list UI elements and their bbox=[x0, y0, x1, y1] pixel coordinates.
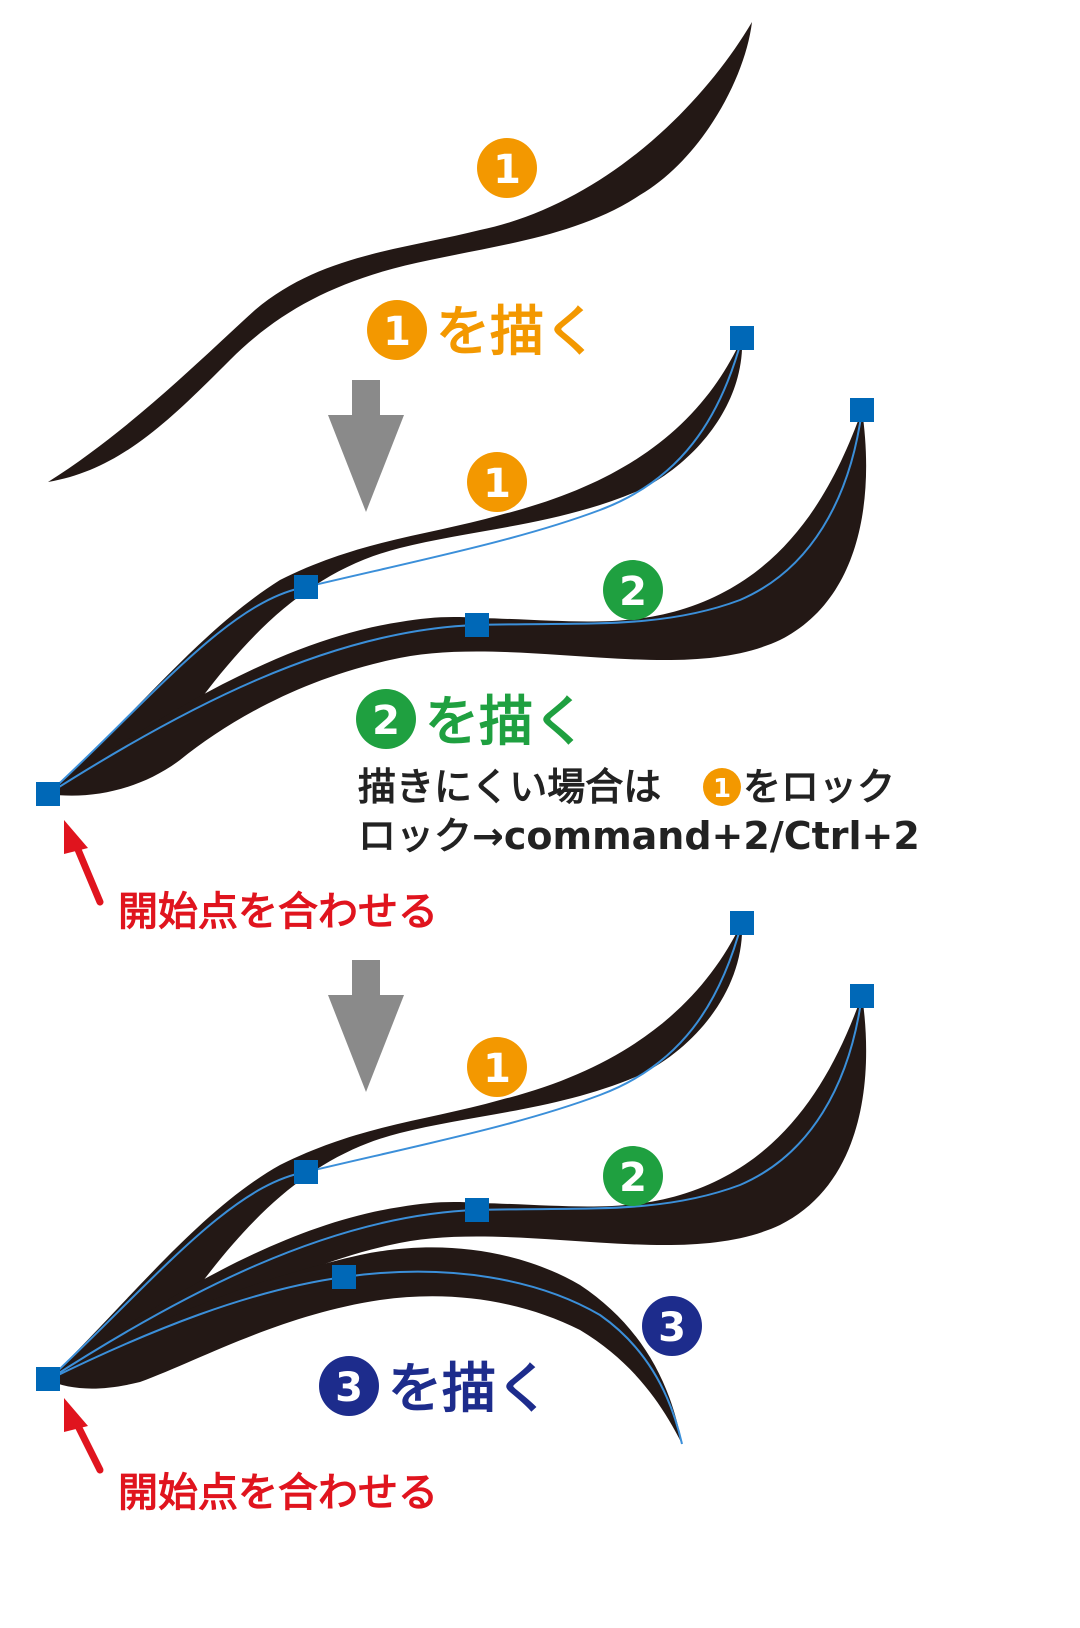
step-draw-2-label: 2 を描く bbox=[356, 689, 587, 753]
svg-text:2: 2 bbox=[619, 1155, 647, 1201]
path-line-1 bbox=[47, 921, 743, 1381]
anchor-point-icon bbox=[294, 575, 318, 599]
badge-1-top: 1 bbox=[477, 138, 537, 198]
svg-text:1: 1 bbox=[483, 1046, 511, 1092]
svg-text:1: 1 bbox=[713, 774, 731, 804]
section-1: 1 1 を描く bbox=[48, 22, 752, 512]
down-arrow-icon bbox=[328, 380, 404, 512]
path-line-3 bbox=[47, 1270, 683, 1445]
anchor-point-icon bbox=[36, 1367, 60, 1391]
badge-3-bottom: 3 bbox=[642, 1296, 702, 1356]
path-line-2 bbox=[47, 994, 863, 1381]
path-line-2 bbox=[47, 409, 863, 795]
anchor-point-icon bbox=[850, 398, 874, 422]
svg-text:3: 3 bbox=[658, 1305, 686, 1351]
svg-text:をロック: をロック bbox=[743, 765, 895, 809]
svg-text:1: 1 bbox=[493, 147, 521, 193]
badge-1-mid: 1 bbox=[467, 452, 527, 512]
svg-text:を描く: を描く bbox=[425, 690, 587, 753]
svg-text:描きにくい場合は: 描きにくい場合は bbox=[358, 765, 661, 809]
red-pointer-arrow-icon bbox=[64, 1398, 104, 1474]
svg-text:3: 3 bbox=[335, 1365, 363, 1411]
section-2: 1 2 2 を描く 描きにくい場合は 1 をロック ロック→command+2/… bbox=[36, 326, 920, 1092]
stroke-3-shape bbox=[48, 1247, 682, 1444]
svg-text:を描く: を描く bbox=[388, 1357, 550, 1420]
anchor-point-icon bbox=[36, 782, 60, 806]
badge-2-mid: 2 bbox=[603, 560, 663, 620]
anchor-point-icon bbox=[730, 326, 754, 350]
svg-text:2: 2 bbox=[619, 569, 647, 615]
anchor-point-icon bbox=[730, 911, 754, 935]
anchor-point-icon bbox=[332, 1265, 356, 1289]
align-start-label-2: 開始点を合わせる bbox=[118, 1470, 438, 1516]
stroke-1-shape bbox=[48, 22, 752, 482]
svg-text:1: 1 bbox=[383, 309, 411, 355]
section-3: 1 2 3 3 を描く 開始点を合わせる bbox=[36, 911, 874, 1516]
badge-2-bottom: 2 bbox=[603, 1146, 663, 1206]
step-draw-3-label: 3 を描く bbox=[319, 1356, 550, 1420]
align-start-label-1: 開始点を合わせる bbox=[118, 889, 438, 935]
path-line-1 bbox=[47, 337, 743, 795]
anchor-point-icon bbox=[465, 1198, 489, 1222]
note-lock-hint: 描きにくい場合は 1 をロック bbox=[358, 765, 895, 809]
down-arrow-icon bbox=[328, 960, 404, 1092]
stroke-2-shape bbox=[48, 410, 867, 796]
badge-1-bottom: 1 bbox=[467, 1037, 527, 1097]
step-draw-1-label: 1 を描く bbox=[367, 300, 598, 363]
svg-text:2: 2 bbox=[372, 698, 400, 744]
svg-text:を描く: を描く bbox=[436, 300, 598, 363]
red-pointer-arrow-icon bbox=[64, 820, 104, 906]
svg-text:1: 1 bbox=[483, 461, 511, 507]
note-lock-shortcut: ロック→command+2/Ctrl+2 bbox=[358, 814, 920, 858]
anchor-point-icon bbox=[294, 1160, 318, 1184]
stroke-2-shape bbox=[48, 995, 867, 1382]
anchor-point-icon bbox=[465, 613, 489, 637]
anchor-point-icon bbox=[850, 984, 874, 1008]
